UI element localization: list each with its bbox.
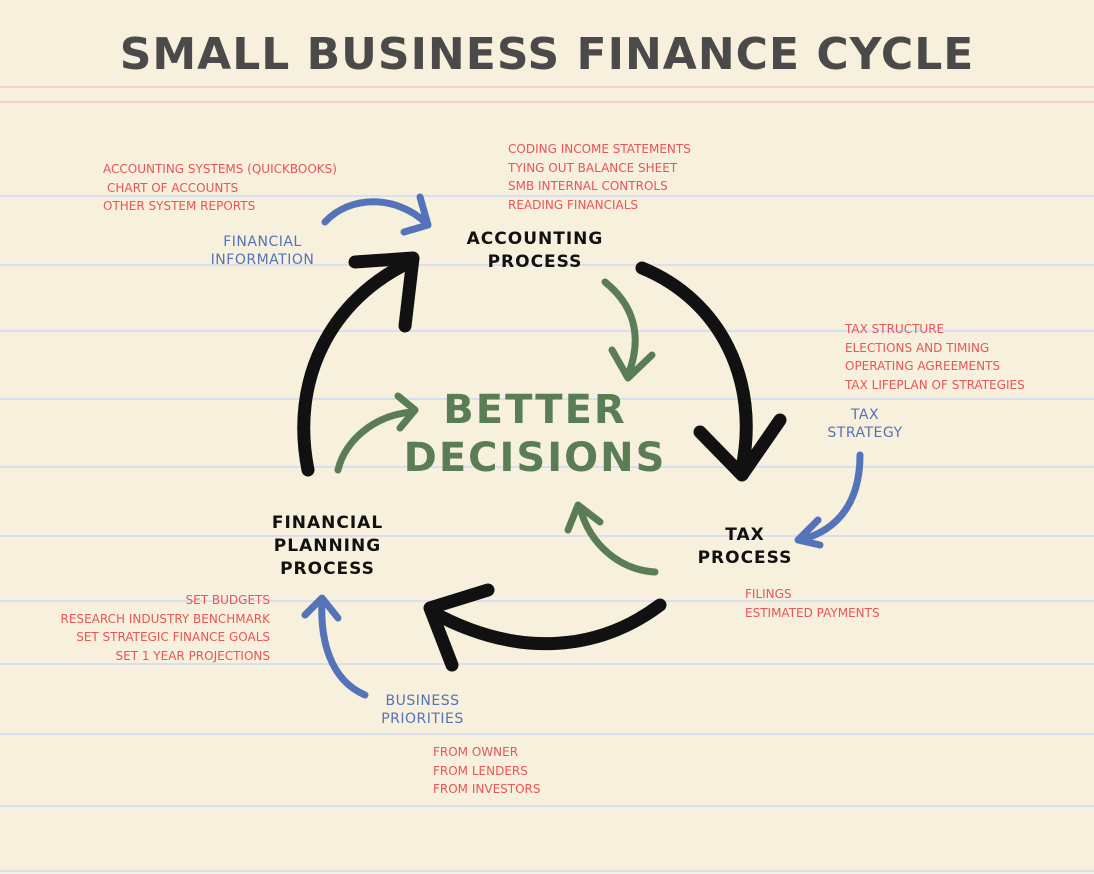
detail-item: From Owner	[433, 745, 519, 759]
label-line: Financial	[271, 513, 384, 533]
paper-rule	[0, 195, 1094, 197]
detail-item: Accounting Systems (QuickBooks)	[103, 162, 337, 176]
blue-arrowhead	[400, 193, 432, 236]
tax-strategy-label: Tax Strategy	[815, 406, 915, 442]
paper-rule	[0, 600, 1094, 602]
detail-item: Set 1 Year Projections	[115, 648, 271, 663]
detail-item: From Investors	[433, 782, 541, 796]
blue-arrowhead	[794, 516, 824, 549]
detail-item: Estimated Payments	[745, 605, 880, 620]
label-line: Tax	[850, 407, 880, 423]
blue-arrow-priorities	[318, 596, 369, 699]
priorities-details: From Owner From Lenders From Investors	[433, 743, 541, 799]
label-line: Tax	[725, 525, 765, 545]
detail-item: Set Budgets	[185, 593, 270, 607]
cycle-arrowhead	[348, 251, 420, 333]
blue-arrowhead	[301, 594, 342, 622]
cycle-arrowhead	[423, 583, 495, 672]
detail-item: Tax Lifeplan of Strategies	[845, 377, 1025, 392]
blue-arrow-financial-info	[321, 198, 429, 226]
cycle-arrow-tax-to-planning	[425, 598, 667, 651]
detail-item: Elections and Timing	[845, 340, 990, 355]
label-line: Accounting	[466, 229, 604, 249]
tax-strategy-details: Tax Structure Elections and Timing Opera…	[845, 320, 1025, 394]
label-line: Information	[210, 252, 315, 268]
label-line: Process	[280, 559, 375, 579]
tax-details: Filings Estimated Payments	[745, 585, 880, 622]
paper-rule	[0, 86, 1094, 88]
green-arrowhead	[564, 501, 604, 534]
systems-details: Accounting Systems (QuickBooks) Chart of…	[103, 160, 337, 216]
green-arrow-planning	[334, 408, 416, 474]
business-priorities-label: Business Priorities	[365, 692, 480, 728]
cycle-arrow-planning-to-accounting	[297, 255, 417, 477]
detail-item: Research Industry Benchmark	[60, 611, 270, 626]
detail-item: Filings	[745, 587, 792, 601]
green-arrowhead	[394, 392, 419, 432]
paper-rule	[0, 805, 1094, 807]
detail-item: Chart of Accounts	[107, 180, 239, 195]
label-line: Business	[385, 693, 460, 709]
center-line-1: Better	[443, 387, 627, 433]
accounting-details: Coding Income Statements Tying Out Balan…	[508, 140, 691, 214]
paper-rule	[0, 870, 1094, 872]
paper-rule	[0, 330, 1094, 332]
green-arrow-tax	[576, 504, 659, 576]
center-label: Better Decisions	[375, 386, 695, 482]
label-line: Strategy	[827, 425, 903, 441]
detail-item: Coding Income Statements	[508, 142, 691, 156]
paper-rule	[0, 466, 1094, 468]
accounting-process-label: Accounting Process	[455, 228, 615, 274]
planning-details: Set Budgets Research Industry Benchmark …	[20, 591, 270, 665]
green-arrowhead	[608, 346, 656, 382]
detail-item: SMB Internal Controls	[508, 179, 668, 193]
label-line: Planning	[273, 536, 382, 556]
financial-information-label: Financial Information	[195, 233, 330, 269]
tax-process-label: Tax Process	[690, 524, 800, 570]
detail-item: Tying Out Balance Sheet	[508, 160, 678, 175]
label-line: Financial	[223, 234, 302, 250]
paper-rule	[0, 535, 1094, 537]
green-arrow-accounting	[601, 278, 639, 379]
detail-item: From Lenders	[433, 763, 528, 778]
label-line: Process	[487, 252, 583, 272]
label-line: Process	[697, 548, 793, 568]
paper-rule	[0, 398, 1094, 400]
detail-item: Other System Reports	[103, 199, 256, 213]
detail-item: Set Strategic Finance Goals	[76, 630, 270, 644]
paper-rule	[0, 101, 1094, 103]
center-line-2: Decisions	[403, 435, 667, 481]
detail-item: Reading Financials	[508, 197, 639, 212]
detail-item: Operating Agreements	[845, 359, 1001, 373]
cycle-arrow-accounting-to-tax	[635, 261, 753, 475]
planning-process-label: Financial Planning Process	[250, 512, 405, 581]
page-title: Small Business Finance Cycle	[119, 29, 975, 80]
blue-arrow-tax-strategy	[796, 451, 864, 544]
label-line: Priorities	[381, 711, 464, 727]
detail-item: Tax Structure	[845, 322, 945, 336]
cycle-arrowhead	[693, 413, 787, 482]
paper-rule	[0, 733, 1094, 735]
paper-rule	[0, 663, 1094, 665]
paper-rule	[0, 264, 1094, 266]
